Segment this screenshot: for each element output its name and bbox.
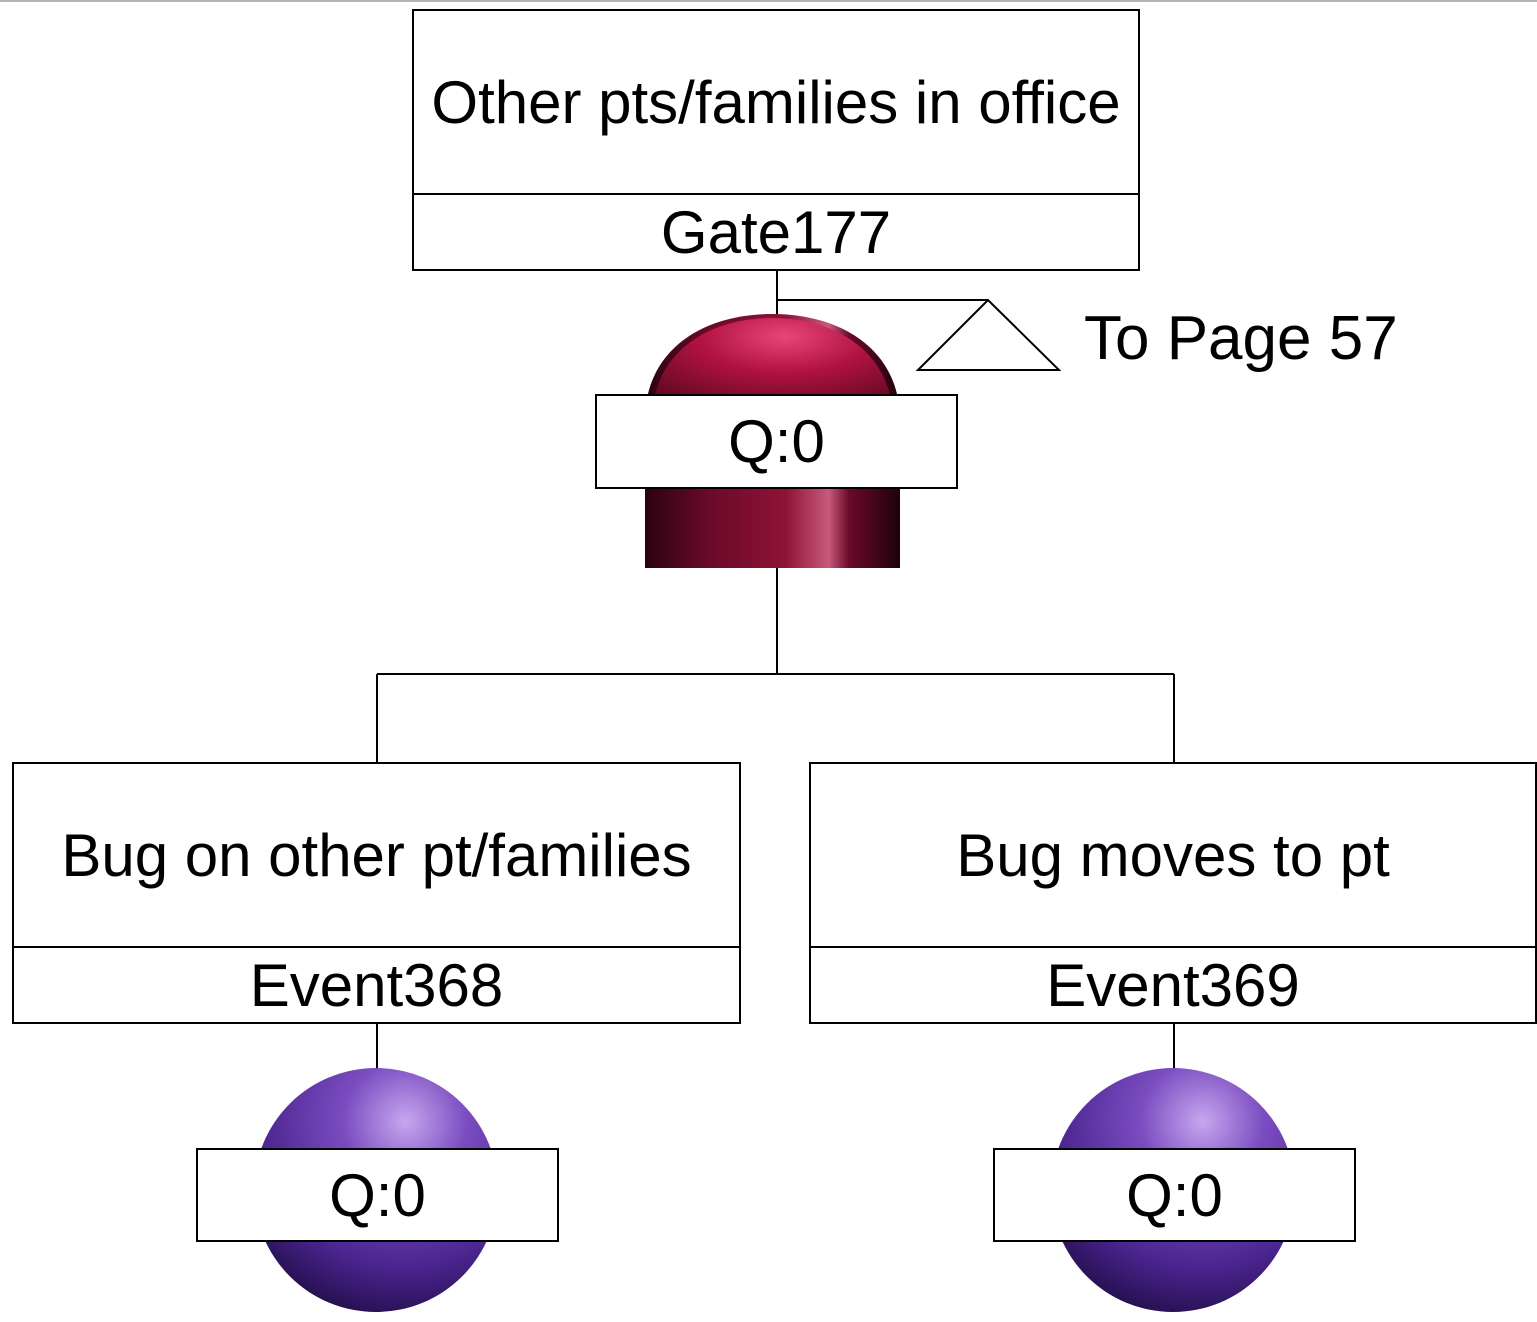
top-border bbox=[0, 0, 1537, 2]
event-box-left[interactable]: Bug on other pt/families Event368 bbox=[12, 762, 741, 1024]
event-description: Bug on other pt/families bbox=[61, 822, 692, 889]
gate-q-label: Q:0 bbox=[595, 394, 958, 489]
event-id: Event369 bbox=[811, 946, 1535, 1022]
event-box-right[interactable]: Bug moves to pt Event369 bbox=[809, 762, 1537, 1024]
event-q-label-left: Q:0 bbox=[196, 1148, 559, 1242]
connector-lines bbox=[376, 270, 1175, 1072]
gate-box[interactable]: Other pts/families in office Gate177 bbox=[412, 9, 1140, 271]
event-id: Event368 bbox=[14, 946, 739, 1022]
gate-id: Gate177 bbox=[414, 193, 1138, 269]
event-q-label-right: Q:0 bbox=[993, 1148, 1356, 1242]
event-description: Bug moves to pt bbox=[956, 822, 1390, 889]
gate-description: Other pts/families in office bbox=[431, 69, 1121, 136]
transfer-triangle-icon bbox=[915, 298, 1062, 371]
transfer-label[interactable]: To Page 57 bbox=[1084, 304, 1398, 373]
